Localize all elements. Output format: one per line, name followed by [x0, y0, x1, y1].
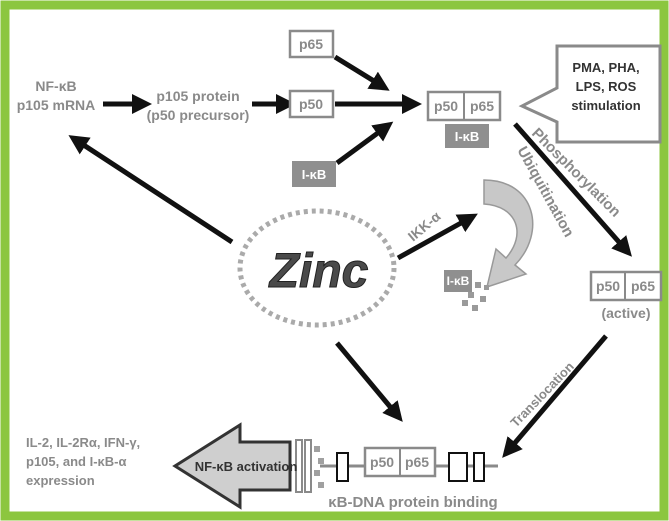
p65-label: p65	[299, 36, 323, 52]
nfkb-activation-label: NF-κB activation	[195, 459, 298, 474]
arrow-zinc-to-mrna	[68, 135, 234, 245]
active-label: (active)	[601, 305, 650, 321]
active-p50-label: p50	[596, 278, 620, 294]
stimulation-line1: PMA, PHA,	[572, 60, 639, 75]
dna-element-3	[473, 452, 485, 482]
arrow-phosphorylation	[513, 122, 632, 257]
p50-box	[288, 89, 335, 119]
dna-p65-label: p65	[405, 454, 429, 470]
degraded-ikb-label: I-κB	[447, 274, 470, 288]
arrow-p65-to-complex	[333, 54, 390, 91]
degraded-ikb-box	[444, 270, 472, 292]
ikb-input-label: I-κB	[302, 167, 327, 182]
p105-protein-label-line2: (p50 precursor)	[147, 107, 250, 123]
stimulation-callout	[518, 44, 662, 144]
degradation-fragments	[462, 282, 489, 311]
translocation-label: Translocation	[507, 359, 577, 430]
expression-line2: p105, and I-κB-α	[26, 454, 126, 469]
ikk-alpha-label: IKK-α	[405, 208, 444, 245]
zinc-label: Zinc	[268, 245, 369, 298]
p105-protein-label-line1: p105 protein	[156, 88, 239, 104]
dna-element-1	[336, 452, 349, 482]
stimulation-line2: LPS, ROS	[576, 79, 637, 94]
start-bar-2	[304, 439, 312, 493]
kb-dna-binding-label: κB-DNA protein binding	[328, 494, 497, 511]
degradation-curved-arrow	[483, 179, 534, 289]
start-bar-1	[295, 439, 303, 493]
complex-ikb-label: I-κB	[455, 129, 480, 144]
complex-p50-label: p50	[434, 98, 458, 114]
nfkb-activation-arrow	[172, 422, 292, 510]
stimulation-line3: stimulation	[571, 98, 640, 113]
start-dots	[314, 446, 324, 488]
expression-line3: expression	[26, 473, 95, 488]
nfkb-mrna-label-line2: p105 mRNA	[17, 97, 96, 113]
arrow-zinc-to-binding	[335, 341, 403, 422]
complex-p65-label: p65	[470, 98, 494, 114]
arrow-zinc-to-ikk	[396, 213, 478, 261]
arrow-translocation	[502, 334, 608, 458]
arrow-ikb-to-complex	[335, 121, 394, 166]
complex-ikb-box	[445, 124, 489, 148]
nfkb-mrna-label-line1: NF-κB	[35, 78, 76, 94]
zinc-dotted-ellipse	[237, 208, 397, 328]
dna-element-2	[448, 452, 468, 482]
active-p65-label: p65	[631, 278, 655, 294]
dna-p50-label: p50	[370, 454, 394, 470]
ikb-input-box	[292, 161, 336, 187]
p65-box	[288, 29, 335, 59]
expression-line1: IL-2, IL-2Rα, IFN-γ,	[26, 435, 140, 450]
p50-label: p50	[299, 96, 323, 112]
